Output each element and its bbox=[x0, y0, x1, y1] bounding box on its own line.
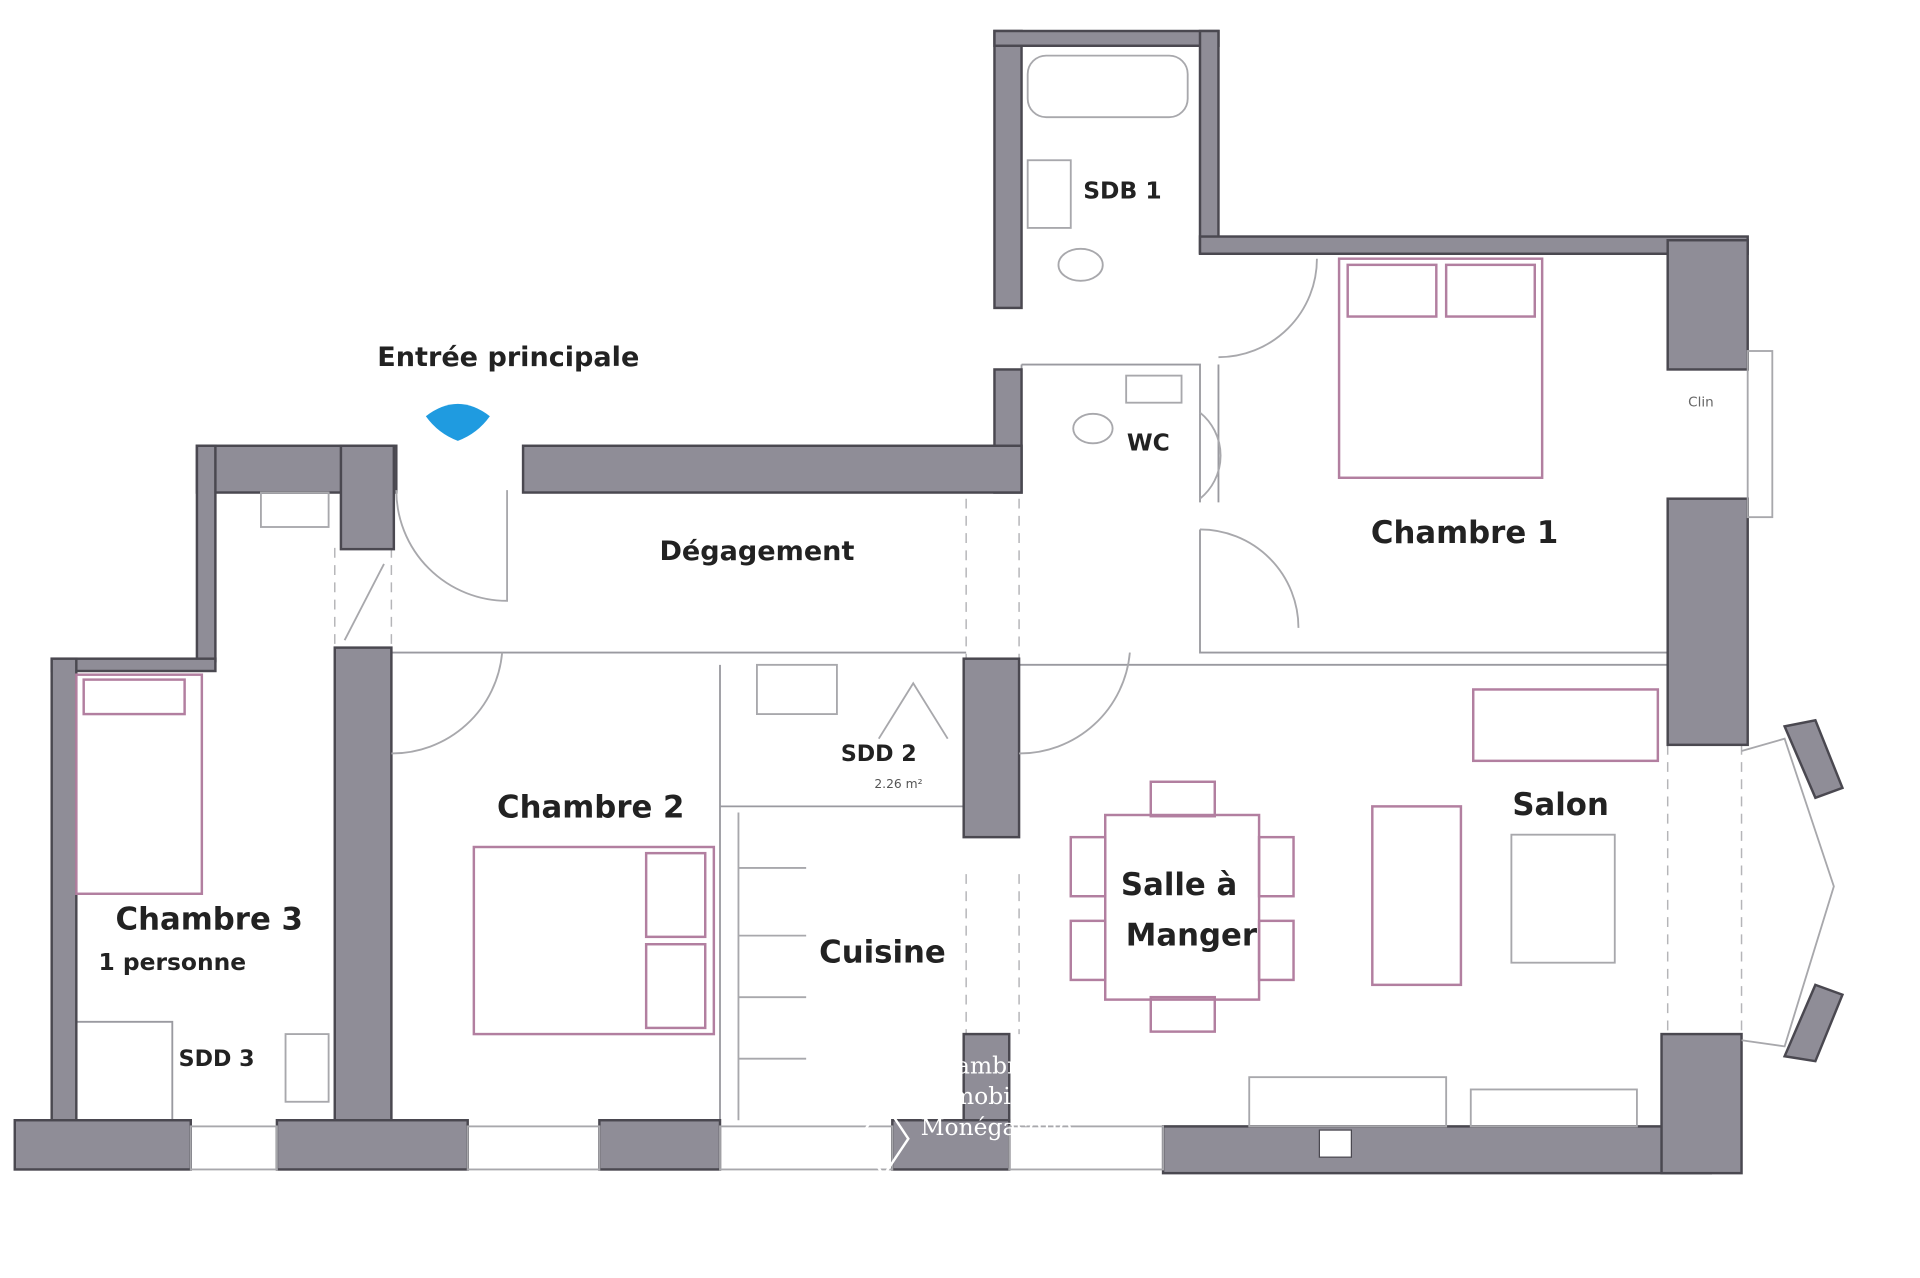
bathroom-fixtures bbox=[260, 54, 1638, 1128]
room-label-salle-line1: Salle à bbox=[1121, 867, 1237, 903]
room-label-cuisine: Cuisine bbox=[819, 935, 946, 971]
room-label-chambre3: Chambre 3 bbox=[116, 901, 303, 937]
room-label-sdd3: SDD 3 bbox=[179, 1046, 255, 1072]
room-label-chambre2: Chambre 2 bbox=[497, 789, 684, 825]
watermark-line2: Immobilière bbox=[921, 1082, 1065, 1110]
room-label-chambre1: Chambre 1 bbox=[1371, 515, 1558, 551]
door-swings bbox=[343, 258, 1318, 755]
room-label-degagement: Dégagement bbox=[659, 536, 854, 567]
room-area-sdd2: 2.26 m² bbox=[874, 777, 922, 791]
windows bbox=[189, 350, 1774, 1171]
room-label-salle-line2: Manger bbox=[1126, 917, 1258, 953]
room-label-sdb1: SDB 1 bbox=[1083, 176, 1161, 204]
closet-label: Clin bbox=[1688, 394, 1714, 410]
watermark-logo: Chambre Immobilière Monégasque bbox=[857, 1038, 1073, 1178]
room-note-chambre3: 1 personne bbox=[98, 948, 246, 976]
room-label-salon: Salon bbox=[1512, 787, 1608, 823]
entrance-arrow-icon bbox=[425, 403, 490, 441]
walls bbox=[13, 29, 1845, 1175]
entrance-label: Entrée principale bbox=[377, 342, 639, 373]
watermark-line3: Monégasque bbox=[921, 1113, 1073, 1141]
bay-window bbox=[1741, 737, 1835, 1048]
room-label-wc: WC bbox=[1127, 429, 1170, 457]
room-label-sdd2: SDD 2 bbox=[841, 741, 917, 767]
watermark-line1: Chambre bbox=[923, 1051, 1032, 1079]
dashed-openings bbox=[334, 498, 1743, 1041]
furniture bbox=[75, 257, 1660, 1036]
